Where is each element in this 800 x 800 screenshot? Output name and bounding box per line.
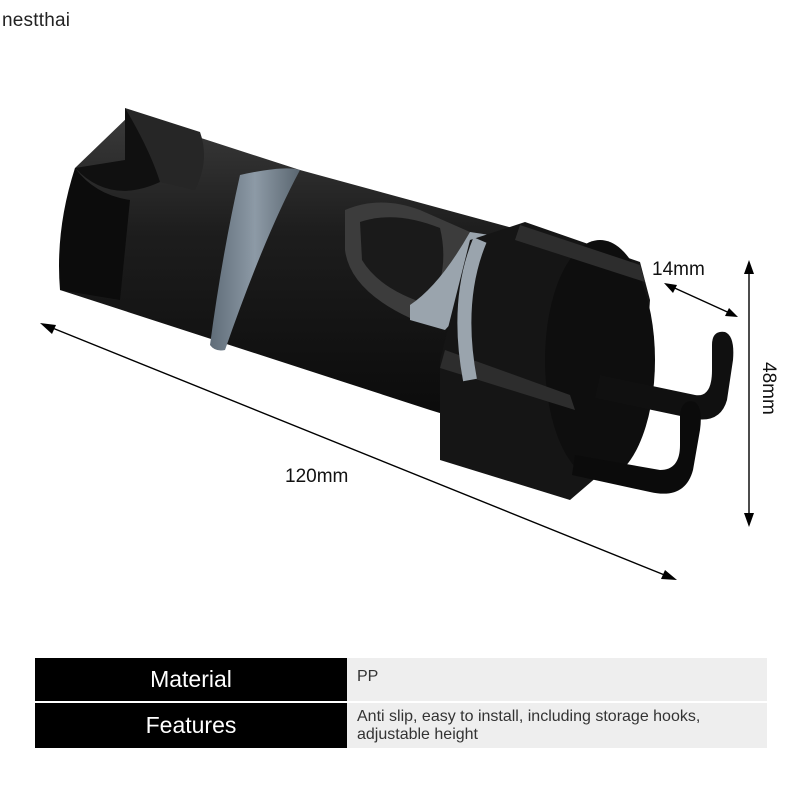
product-illustration: 120mm 14mm 48mm [40,108,779,580]
adjust-ring [210,168,300,351]
spec-key-features: Features [35,703,347,748]
storage-hooks [572,331,734,494]
length-dimension [40,323,677,580]
spec-value-material: PP [347,658,767,701]
spec-table: Material PP Features Anti slip, easy to … [35,658,767,750]
height-label: 48mm [758,362,779,415]
watermark: nestthai [2,10,70,32]
depth-label: 14mm [652,259,705,280]
height-dimension [744,260,754,527]
spec-row-features: Features Anti slip, easy to install, inc… [35,703,767,748]
spec-key-material: Material [35,658,347,701]
length-label: 120mm [285,466,348,487]
clamp-block [440,222,655,500]
spec-value-features: Anti slip, easy to install, including st… [347,703,767,748]
spec-row-material: Material PP [35,658,767,701]
watermark-text: nestthai [2,10,71,31]
depth-dimension [664,283,738,317]
